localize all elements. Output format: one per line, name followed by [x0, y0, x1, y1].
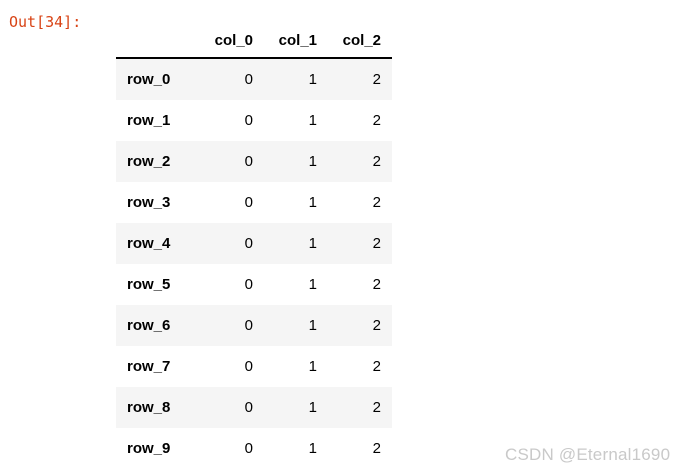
table-cell: 0: [244, 440, 253, 457]
table-cell: 1: [264, 141, 328, 182]
table-cell: 2: [372, 194, 381, 211]
table-row: row_5 0 1 2: [116, 264, 392, 305]
table-cell: 2: [372, 440, 381, 457]
table-cell: 1: [308, 276, 317, 293]
row-index-label: row_9: [127, 440, 171, 457]
table-cell: 0: [200, 141, 264, 182]
table-row: row_0 0 1 2: [116, 58, 392, 100]
table-cell: 2: [328, 305, 392, 346]
table-cell: 0: [200, 305, 264, 346]
csdn-watermark: CSDN @Eternal1690: [505, 445, 671, 464]
dataframe-table: col_0 col_1 col_2 row_0 0 1 2 row_1 0 1 …: [116, 26, 392, 469]
row-index-label: row_6: [116, 305, 200, 346]
table-cell: 0: [200, 387, 264, 428]
table-row: row_1 0 1 2: [116, 100, 392, 141]
output-prompt-label: Out[34]:: [9, 13, 82, 31]
column-header-col_0: col_0: [200, 26, 264, 59]
table-cell: 1: [308, 358, 317, 375]
table-cell: 1: [264, 387, 328, 428]
table-cell: 1: [308, 112, 317, 129]
table-cell: 2: [372, 276, 381, 293]
table-cell: 0: [244, 276, 253, 293]
table-row: row_2 0 1 2: [116, 141, 392, 182]
row-index-label: row_3: [127, 194, 171, 211]
table-cell: 1: [264, 58, 328, 100]
table-header-row: col_0 col_1 col_2: [116, 26, 392, 59]
row-index-label: row_1: [127, 112, 171, 129]
row-index-label: row_0: [116, 58, 200, 100]
table-cell: 1: [264, 223, 328, 264]
row-index-label: row_8: [116, 387, 200, 428]
table-cell: 0: [244, 194, 253, 211]
row-index-label: row_4: [116, 223, 200, 264]
table-cell: 0: [200, 58, 264, 100]
table-cell: 2: [328, 141, 392, 182]
table-cell: 2: [328, 58, 392, 100]
row-index-label: row_2: [116, 141, 200, 182]
table-row: row_7 0 1 2: [116, 346, 392, 387]
table-head: col_0 col_1 col_2: [116, 26, 392, 59]
table-cell: 0: [244, 358, 253, 375]
table-body: row_0 0 1 2 row_1 0 1 2 row_2 0 1 2: [116, 58, 392, 469]
table-cell: 1: [308, 440, 317, 457]
table-cell: 2: [328, 223, 392, 264]
row-index-label: row_7: [127, 358, 171, 375]
row-index-label: row_5: [127, 276, 171, 293]
table-cell: 2: [328, 387, 392, 428]
table-row: row_8 0 1 2: [116, 387, 392, 428]
table-row: row_3 0 1 2: [116, 182, 392, 223]
table-cell: 2: [372, 112, 381, 129]
table-cell: 2: [372, 358, 381, 375]
table-row: row_6 0 1 2: [116, 305, 392, 346]
column-header-col_1: col_1: [264, 26, 328, 59]
column-header-col_2: col_2: [328, 26, 392, 59]
table-cell: 1: [308, 194, 317, 211]
table-corner-header: [116, 26, 200, 59]
table-row: row_9 0 1 2: [116, 428, 392, 469]
table-cell: 0: [244, 112, 253, 129]
table-row: row_4 0 1 2: [116, 223, 392, 264]
dataframe-output: col_0 col_1 col_2 row_0 0 1 2 row_1 0 1 …: [116, 26, 392, 469]
table-cell: 0: [200, 223, 264, 264]
table-cell: 1: [264, 305, 328, 346]
